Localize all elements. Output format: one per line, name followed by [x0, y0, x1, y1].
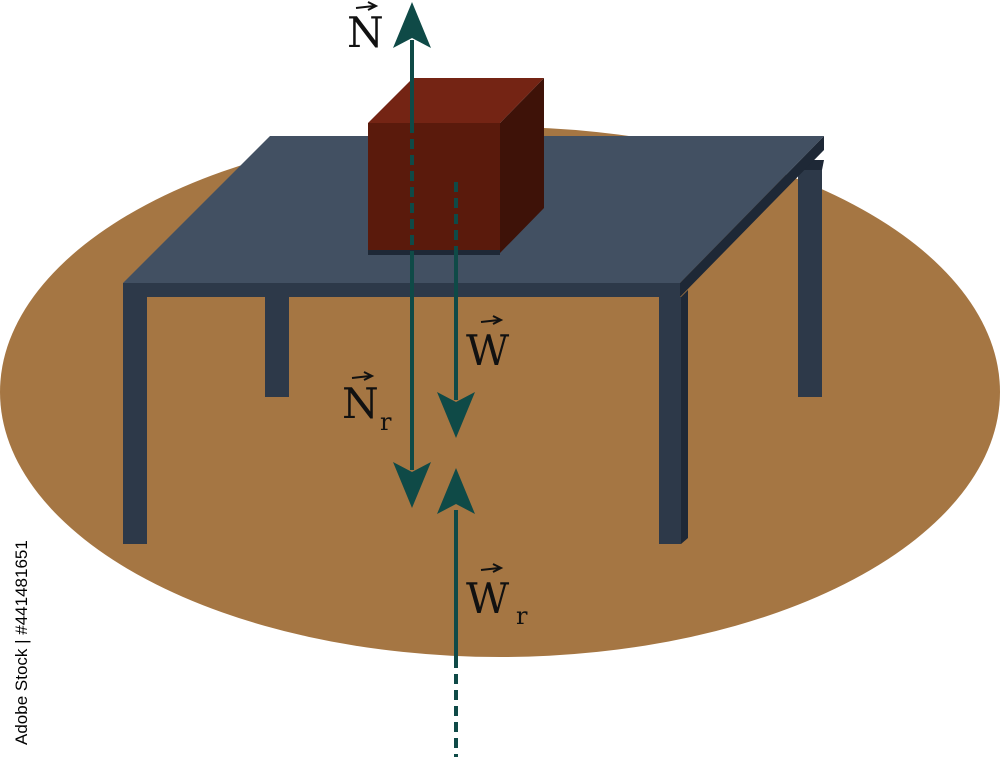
normal-reaction-arrowhead [393, 462, 431, 508]
label-weight-reaction-subscript: r [516, 602, 528, 630]
label-normal-reaction: N r [342, 371, 392, 436]
table-leg-front-right-side [681, 290, 688, 544]
vector-arrow-icon [480, 315, 504, 325]
box-front-face [368, 123, 500, 253]
table-leg-front-right [659, 297, 681, 544]
table-leg-back-left [265, 296, 289, 397]
label-normal-reaction-subscript: r [380, 408, 392, 436]
label-weight-reaction-base: W [466, 574, 510, 623]
label-normal-base: N [347, 8, 384, 57]
vector-arrow-icon [351, 371, 375, 381]
box-side-face [500, 78, 544, 253]
vector-arrow-icon [355, 1, 379, 11]
table-apron-right [680, 136, 824, 297]
stock-id-watermark: Adobe Stock | #441481651 [12, 540, 31, 745]
table-leg-front-left [123, 297, 147, 544]
table [123, 136, 824, 544]
label-weight-base: W [466, 326, 510, 375]
label-normal-reaction-base: N [342, 379, 379, 428]
box [368, 78, 544, 255]
arrowheads [393, 2, 475, 514]
force-vectors [410, 40, 458, 757]
label-weight: W [466, 315, 510, 375]
weight-reaction-arrowhead [437, 468, 475, 514]
vector-arrow-icon [480, 563, 504, 573]
weight-arrowhead [437, 392, 475, 438]
label-weight-reaction: W r [466, 563, 528, 630]
box-bottom-edge [368, 250, 500, 255]
table-apron-front [123, 283, 680, 297]
table-leg-back-right [798, 170, 822, 397]
label-normal: N [347, 1, 384, 57]
normal-arrowhead [393, 2, 431, 48]
